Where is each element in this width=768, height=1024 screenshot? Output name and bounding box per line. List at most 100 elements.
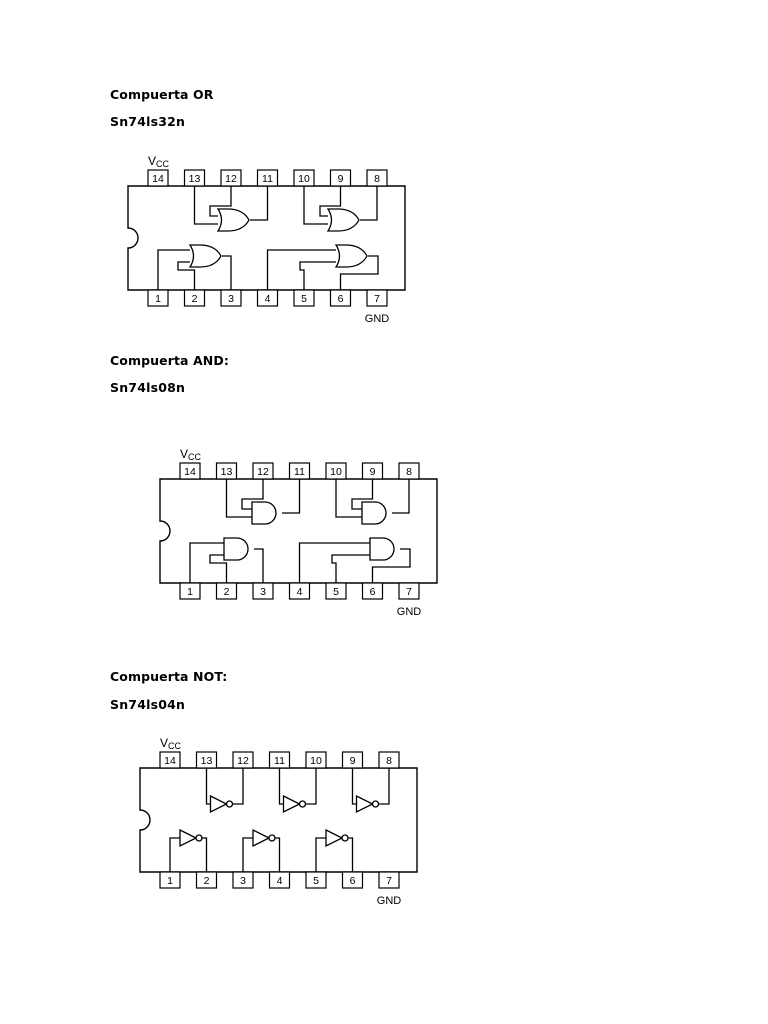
vcc-label: V [160, 736, 168, 750]
top-pin-label: 10 [310, 755, 322, 767]
wire [319, 186, 342, 217]
wire [278, 768, 284, 805]
top-pin-label: 14 [164, 755, 176, 767]
bottom-pin-label: 3 [260, 586, 266, 598]
wire [331, 554, 370, 583]
bottom-pin-label: 4 [297, 586, 303, 598]
part-number-or: Sn74ls32n [110, 114, 186, 129]
bottom-pin-label: 5 [301, 293, 307, 305]
wire [315, 837, 326, 872]
top-pin-label: 9 [370, 466, 376, 478]
top-pin-label: 9 [338, 173, 344, 185]
wire [169, 837, 180, 872]
wire [335, 479, 362, 518]
top-pin-label: 10 [298, 173, 310, 185]
top-pin-label: 14 [184, 466, 196, 478]
wire [360, 186, 378, 221]
wire [205, 768, 211, 805]
top-pin [179, 462, 201, 480]
wire [193, 186, 218, 225]
wire [299, 261, 336, 290]
bottom-pin-label: 5 [333, 586, 339, 598]
section-title-not: Compuerta NOT: [110, 669, 228, 684]
not-bubble [195, 834, 203, 842]
wire [177, 261, 196, 290]
or-gate-symbol [334, 244, 368, 268]
bottom-pin-label: 6 [350, 875, 356, 887]
wire [157, 249, 190, 290]
not-gate-symbol [252, 828, 271, 848]
vcc-subscript: CC [156, 159, 169, 169]
bottom-pin-label: 1 [155, 293, 161, 305]
top-pin-label: 8 [374, 173, 380, 185]
top-pin-label: 11 [294, 466, 305, 478]
gnd-label: GND [397, 606, 422, 618]
not-gate-symbol [355, 794, 374, 814]
top-pin-label: 14 [152, 173, 164, 185]
bottom-pin-label: 7 [386, 875, 392, 887]
bottom-pin [378, 871, 400, 889]
bottom-pin-label: 3 [228, 293, 234, 305]
top-pin [147, 169, 169, 187]
top-pin [159, 751, 181, 769]
wire [351, 768, 357, 805]
bottom-pin-label: 1 [167, 875, 173, 887]
bottom-pin-label: 4 [277, 875, 283, 887]
wire [275, 837, 281, 872]
wire [222, 255, 232, 290]
top-pin-label: 12 [225, 173, 237, 185]
gnd-label: GND [365, 313, 390, 325]
wire [241, 479, 264, 510]
bottom-pin-label: 7 [406, 586, 412, 598]
bottom-pin [398, 582, 420, 600]
part-number-not: Sn74ls04n [110, 697, 186, 712]
wire [225, 479, 252, 518]
top-pin-label: 8 [386, 755, 392, 767]
bottom-pin-label: 6 [370, 586, 376, 598]
not-gate-symbol [282, 794, 301, 814]
vcc-label: V [180, 447, 188, 461]
not-bubble [268, 834, 276, 842]
bottom-pin-label: 4 [265, 293, 271, 305]
not-bubble [341, 834, 349, 842]
top-pin-label: 13 [221, 466, 233, 478]
not-bubble [298, 800, 307, 808]
and-gate-symbol [369, 537, 395, 561]
wire [189, 542, 224, 583]
bottom-pin-label: 6 [338, 293, 344, 305]
top-pin-label: 13 [201, 755, 213, 767]
wire [242, 837, 253, 872]
not-gate-symbol [325, 828, 344, 848]
section-title-and: Compuerta AND: [110, 353, 229, 368]
bottom-pin [366, 289, 388, 307]
vcc-label: V [148, 154, 156, 168]
wire [305, 768, 317, 805]
wire [298, 542, 370, 583]
wire [209, 554, 228, 583]
top-pin-label: 10 [330, 466, 342, 478]
or-gate-symbol [216, 208, 250, 232]
wire [339, 255, 379, 290]
top-pin-label: 9 [350, 755, 356, 767]
wire [348, 837, 354, 872]
wire [392, 479, 410, 514]
top-pin-label: 8 [406, 466, 412, 478]
wire [303, 186, 328, 225]
top-pin-label: 11 [274, 755, 285, 767]
wire [202, 837, 208, 872]
wire [250, 186, 269, 221]
wire [351, 479, 374, 510]
bottom-pin-label: 2 [204, 875, 210, 887]
vcc-subscript: CC [188, 452, 201, 462]
or-gate-symbol [188, 244, 222, 268]
bottom-pin-label: 2 [192, 293, 198, 305]
not-gate-symbol [209, 794, 228, 814]
wire [209, 186, 232, 217]
wire [266, 249, 336, 290]
and-gate-symbol [361, 501, 387, 525]
and-gate-symbol [223, 537, 249, 561]
vcc-subscript: CC [168, 741, 181, 751]
